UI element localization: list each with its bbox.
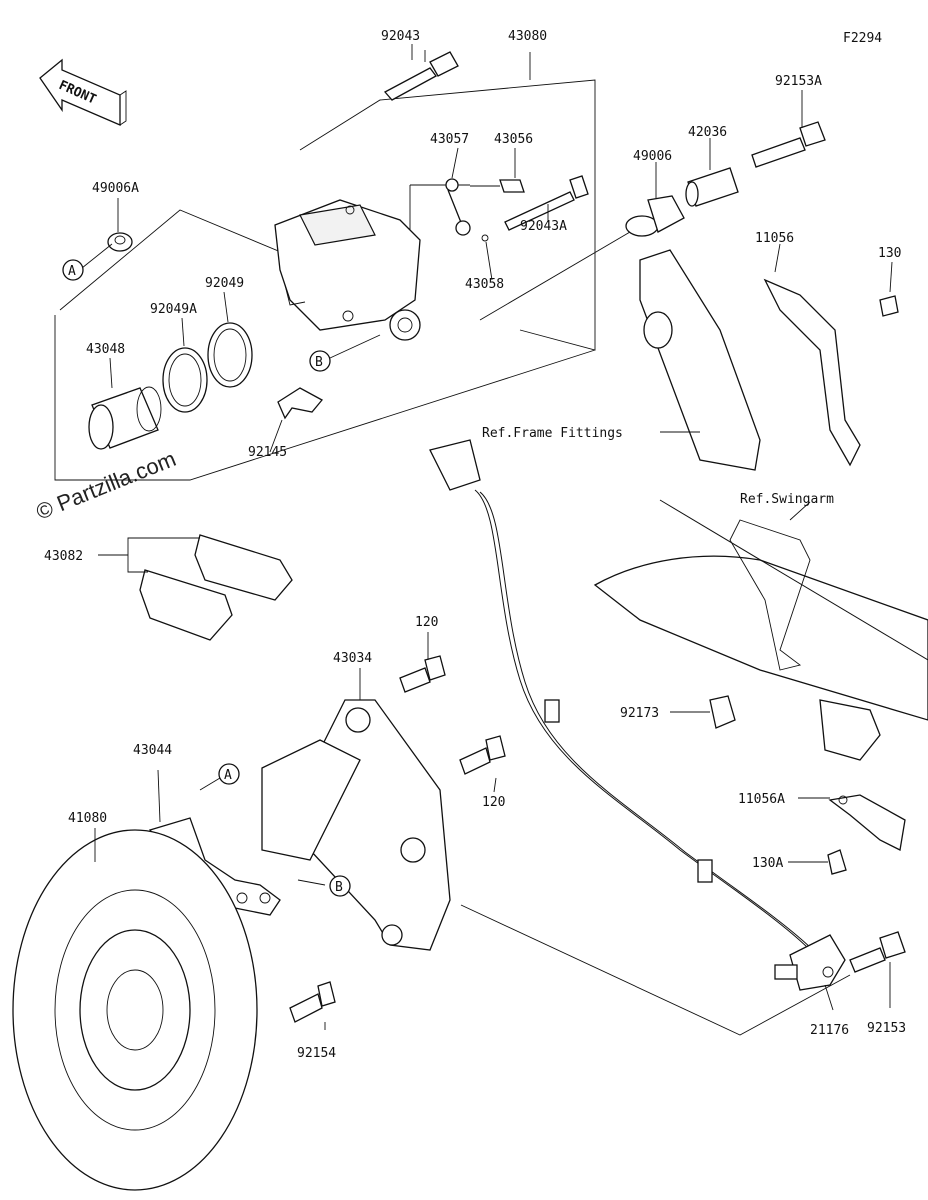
piston-seals-and-piston <box>88 322 253 450</box>
boot-49006 <box>625 195 685 237</box>
brake-caliper-body <box>274 199 421 341</box>
figure-code: F2294 <box>843 31 882 46</box>
part-label-43044: 43044 <box>133 743 172 758</box>
part-label-92153A: 92153A <box>775 74 822 89</box>
part-label-43034: 43034 <box>333 651 372 666</box>
part-label-92049: 92049 <box>205 276 244 291</box>
brake-disc-41080 <box>12 829 258 1191</box>
swingarm <box>593 499 928 761</box>
clamp-11056A <box>827 794 906 875</box>
part-label-49006: 49006 <box>633 149 672 164</box>
svg-text:B: B <box>335 880 343 895</box>
marker-b-top: B <box>309 350 331 372</box>
pad-spring-92145 <box>277 387 324 420</box>
caliper-assembly-outline <box>54 52 596 481</box>
part-label-92154: 92154 <box>297 1046 336 1061</box>
ref-swingarm-label: Ref.Swingarm <box>740 492 834 507</box>
part-label-130A: 130A <box>752 856 783 871</box>
part-label-92173: 92173 <box>620 706 659 721</box>
washer-49006A <box>107 232 133 252</box>
part-label-41080: 41080 <box>68 811 107 826</box>
marker-a-top: A <box>62 259 84 281</box>
part-label-92153: 92153 <box>867 1021 906 1036</box>
part-label-43057: 43057 <box>430 132 469 147</box>
slide-pin-92043A <box>504 175 589 231</box>
bleeder-parts <box>445 178 525 242</box>
part-label-49006A: 49006A <box>92 181 139 196</box>
part-label-43048: 43048 <box>86 342 125 357</box>
part-label-11056: 11056 <box>755 231 794 246</box>
bracket-bolts-120 <box>399 655 506 775</box>
part-label-120-bottom: 120 <box>482 795 505 810</box>
disc-bolt-92154 <box>289 981 336 1023</box>
part-label-43082: 43082 <box>44 549 83 564</box>
partzilla-watermark: © Partzilla.com <box>33 446 180 525</box>
clip-92173 <box>709 695 736 729</box>
sleeve-42036 <box>685 167 739 207</box>
svg-text:A: A <box>224 768 232 783</box>
part-label-21176: 21176 <box>810 1023 849 1038</box>
svg-text:A: A <box>68 264 76 279</box>
caliper-bracket-43034 <box>261 699 451 951</box>
frame-fittings <box>639 249 899 471</box>
marker-b-bottom: B <box>329 875 351 897</box>
part-label-43080: 43080 <box>508 29 547 44</box>
part-label-42036: 42036 <box>688 125 727 140</box>
leader-lines <box>81 44 893 1036</box>
svg-text:B: B <box>315 355 323 370</box>
abs-sensor-harness <box>429 439 816 953</box>
part-label-92145: 92145 <box>248 445 287 460</box>
part-label-43058: 43058 <box>465 277 504 292</box>
part-label-92043: 92043 <box>381 29 420 44</box>
marker-a-bottom: A <box>218 763 240 785</box>
part-label-92049A: 92049A <box>150 302 197 317</box>
part-label-43056: 43056 <box>494 132 533 147</box>
part-label-92043A: 92043A <box>520 219 567 234</box>
part-label-130: 130 <box>878 246 901 261</box>
ref-frame-fittings-label: Ref.Frame Fittings <box>482 426 623 441</box>
bolt-92153 <box>849 931 906 973</box>
part-label-120-top: 120 <box>415 615 438 630</box>
brake-pads-43082 <box>139 534 293 641</box>
bolt-92153A <box>751 121 826 168</box>
part-label-11056A: 11056A <box>738 792 785 807</box>
abs-sensor-21176 <box>774 934 846 991</box>
caliper-bolt-92043 <box>383 50 459 101</box>
front-arrow-icon: FRONT <box>39 58 127 126</box>
